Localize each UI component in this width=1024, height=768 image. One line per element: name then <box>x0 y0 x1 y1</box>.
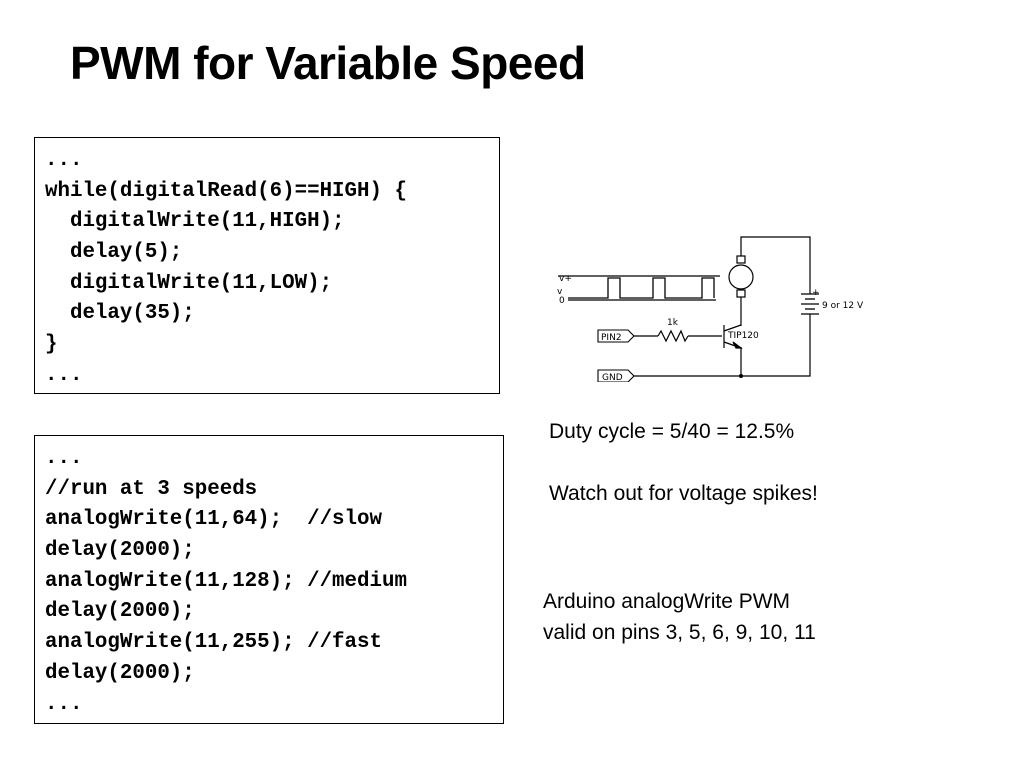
waveform-zero-label: 0 <box>559 296 565 306</box>
supply-voltage-label: 9 or 12 V <box>822 301 864 311</box>
code-line: delay(2000); <box>45 600 195 624</box>
battery-symbol <box>801 293 819 315</box>
code-line: while(digitalRead(6)==HIGH) { <box>45 179 407 203</box>
pin-label-box: PIN2 <box>597 329 635 343</box>
code-line: analogWrite(11,128); //medium <box>45 569 407 593</box>
code-line: ... <box>45 692 83 716</box>
arduino-pwm-note-line2: valid on pins 3, 5, 6, 9, 10, 11 <box>543 621 816 644</box>
code-line: digitalWrite(11,HIGH); <box>45 210 345 234</box>
code-line: } <box>45 333 58 357</box>
code-line: delay(35); <box>45 302 195 326</box>
motor-driver-schematic: v+ v 0 PIN2 GND 1k TIP120 <box>557 236 864 382</box>
code-block-loop: ... while(digitalRead(6)==HIGH) { digita… <box>34 137 500 394</box>
pwm-waveform <box>558 275 720 301</box>
code-line: delay(2000); <box>45 539 195 563</box>
code-line: delay(5); <box>45 241 183 265</box>
code-line: ... <box>45 363 83 387</box>
resistor-symbol <box>657 329 689 343</box>
battery-plus-label: + <box>812 288 820 298</box>
waveform-v-label: v <box>557 287 563 297</box>
pin-label: PIN2 <box>601 333 622 343</box>
code-line: ... <box>45 447 83 470</box>
code-line: //run at 3 speeds <box>45 477 258 501</box>
duty-cycle-note: Duty cycle = 5/40 = 12.5% <box>549 420 795 443</box>
resistor-label: 1k <box>667 318 679 328</box>
schematic-wires <box>634 236 811 377</box>
motor-symbol <box>728 255 754 298</box>
arduino-pwm-note-line1: Arduino analogWrite PWM <box>543 590 791 613</box>
code-block-analogwrite: ... //run at 3 speeds analogWrite(11,64)… <box>34 435 504 724</box>
code-line: analogWrite(11,64); //slow <box>45 508 382 532</box>
transistor-label: TIP120 <box>727 331 759 341</box>
voltage-spikes-note: Watch out for voltage spikes! <box>549 482 818 505</box>
waveform-vplus-label: v+ <box>559 274 572 284</box>
slide-title: PWM for Variable Speed <box>70 37 586 89</box>
ground-junction-dot <box>739 374 743 378</box>
code-line: digitalWrite(11,LOW); <box>45 271 333 295</box>
gnd-label-box: GND <box>597 369 635 382</box>
code-line: delay(2000); <box>45 661 195 685</box>
transistor-symbol <box>723 324 743 349</box>
code-line: ... <box>45 149 83 172</box>
code-line: analogWrite(11,255); //fast <box>45 631 382 655</box>
gnd-label: GND <box>602 373 623 382</box>
